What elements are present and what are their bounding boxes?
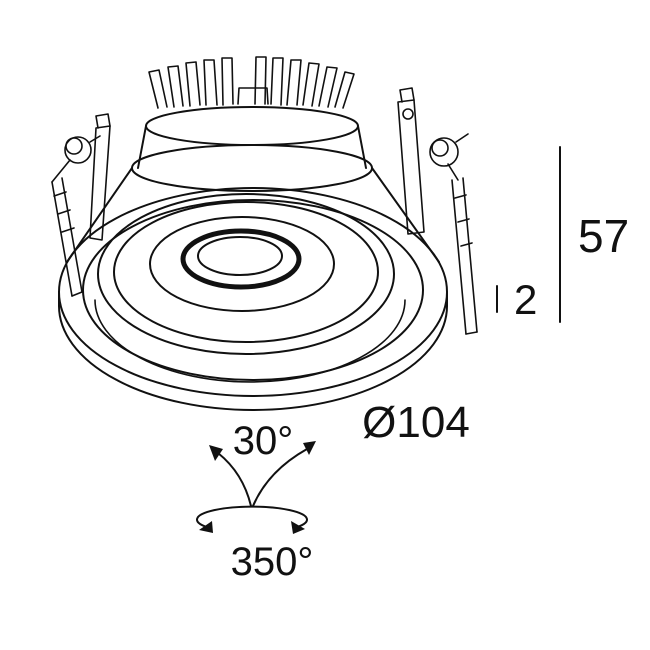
heatsink-fins xyxy=(148,56,355,109)
bezel-outer-ring xyxy=(97,193,395,355)
rotation-arrowhead-right xyxy=(291,521,305,534)
right-spring-clip xyxy=(397,87,478,335)
trim-recess-arc xyxy=(94,299,406,383)
diameter-label: Ø104 xyxy=(362,398,470,447)
tilt-arrowhead-left xyxy=(209,445,223,461)
tilt-angle-label: 30° xyxy=(233,419,294,463)
reflector-rim xyxy=(149,216,335,312)
heatsink-center-cap xyxy=(237,87,269,105)
left-spring-clip xyxy=(51,113,111,297)
bezel-inner-ring xyxy=(113,201,379,343)
height-label: 57 xyxy=(578,210,629,262)
rotation-arrowhead-left xyxy=(199,521,213,533)
tilt-arrowhead-right xyxy=(303,441,316,455)
inner-rings xyxy=(97,193,395,355)
trim-ring xyxy=(58,187,448,411)
rotation-angle-label: 350° xyxy=(231,540,314,584)
tilt-arrow xyxy=(209,441,316,507)
rotation-arrow xyxy=(196,505,308,534)
lens-retaining-ring xyxy=(180,228,302,290)
trim-height-label: 2 xyxy=(514,276,537,323)
lens xyxy=(197,236,283,276)
